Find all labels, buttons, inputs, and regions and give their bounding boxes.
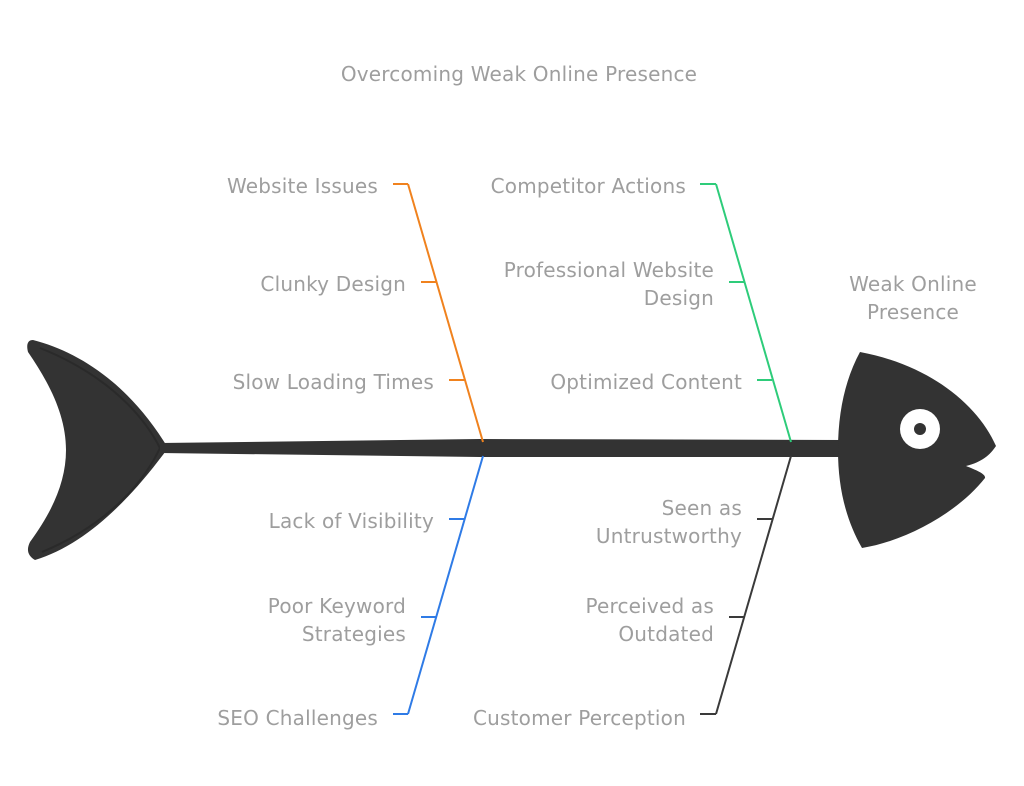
cause-professional-website-design: Professional Website Design (503, 258, 714, 310)
cause-lack-of-visibility: Lack of Visibility (268, 509, 434, 533)
cause-optimized-content: Optimized Content (550, 370, 742, 394)
fish-spine (160, 439, 845, 457)
category-seo-challenges: SEO Challenges (217, 706, 378, 730)
branch-customer-perception (700, 455, 792, 715)
diagram-title: Overcoming Weak Online Presence (340, 62, 698, 86)
fish-head (838, 352, 996, 548)
branch-website-issues (393, 183, 484, 443)
category-website-issues: Website Issues (226, 174, 378, 198)
fish-tail (27, 340, 168, 560)
category-customer-perception: Customer Perception (472, 706, 686, 730)
cause-perceived-as-outdated: Perceived as Outdated (585, 594, 714, 646)
cause-clunky-design: Clunky Design (260, 272, 406, 296)
branch-competitor-actions (700, 183, 792, 443)
effect-label: Weak Online Presence (849, 272, 977, 324)
category-competitor-actions: Competitor Actions (490, 174, 686, 198)
cause-poor-keyword-strategies: Poor Keyword Strategies (267, 594, 406, 646)
branch-seo-challenges-bone (407, 455, 484, 715)
branch-seo-challenges (393, 455, 484, 715)
cause-slow-loading-times: Slow Loading Times (232, 370, 434, 394)
branch-competitor-actions-bone (715, 183, 792, 443)
branch-website-issues-bone (407, 183, 484, 443)
fish-pupil (914, 423, 926, 435)
branch-customer-perception-bone (715, 455, 792, 715)
cause-seen-as-untrustworthy: Seen as Untrustworthy (595, 496, 742, 548)
